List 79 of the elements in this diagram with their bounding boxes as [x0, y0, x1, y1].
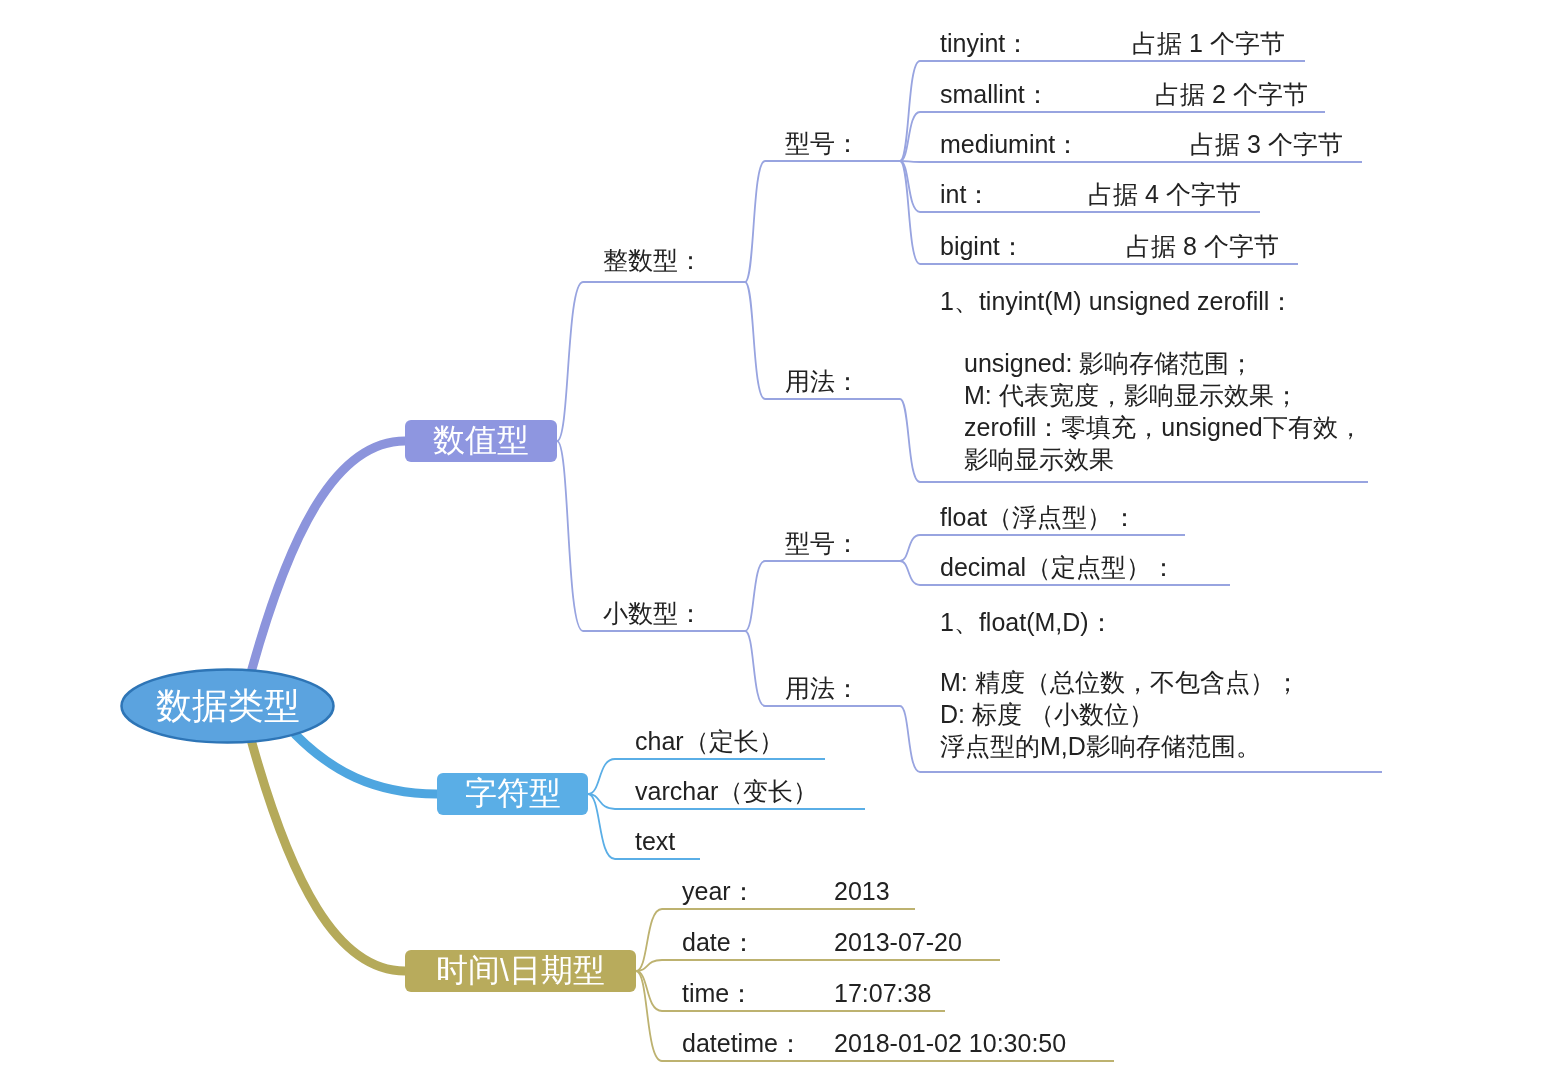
subtopic-underline [765, 528, 900, 562]
branch-line [899, 534, 921, 562]
branch-line [635, 970, 663, 1012]
branch-line [899, 398, 921, 483]
subtopic-label: mediumint： [940, 129, 1081, 159]
branch-line [899, 705, 921, 773]
subtopic-underline [920, 79, 1325, 113]
subtopic-underline [615, 776, 865, 810]
subtopic-underline [583, 245, 745, 283]
subtopic-value: 占据 2 个字节 [1155, 79, 1308, 109]
usage-text: M: 代表宽度，影响显示效果； [964, 380, 1300, 411]
subtopic-label: int： [940, 179, 992, 209]
branch-line [587, 758, 616, 795]
usage-heading: 1、tinyint(M) unsigned zerofill： [940, 286, 1296, 317]
subtopic-label: year： [682, 876, 756, 906]
subtopic-value: 17:07:38 [834, 978, 932, 1008]
subtopic-underline [615, 726, 825, 760]
branch-line [635, 959, 663, 972]
branch-line [899, 560, 921, 586]
subtopic-underline [583, 598, 745, 632]
branch-line [587, 793, 616, 810]
usage-text: unsigned: 影响存储范围； [964, 348, 1256, 379]
subtopic-label: decimal（定点型）： [940, 552, 1177, 582]
subtopic-underline [920, 552, 1230, 586]
branch-line [744, 560, 766, 632]
subtopic-label: date： [682, 927, 756, 957]
branch-line [744, 160, 766, 283]
usage-text: M: 精度（总位数，不包含点）； [940, 667, 1301, 698]
subtopic-label: smallint： [940, 79, 1050, 109]
subtopic-label: float（浮点型）： [940, 502, 1138, 532]
branch-line [635, 970, 663, 1062]
subtopic-value: 占据 3 个字节 [1190, 129, 1343, 159]
subtopic-underline [920, 179, 1260, 213]
subtopic-value: 2013 [834, 876, 890, 906]
branch-line [635, 908, 663, 972]
subtopic-label: 型号： [785, 128, 860, 158]
subtopic-label: 整数型： [603, 245, 703, 275]
subtopic-label: 用法： [785, 366, 860, 396]
subtopic-label: 小数型： [603, 598, 703, 628]
subtopic-value: 占据 4 个字节 [1088, 179, 1241, 209]
subtopic-label: 用法： [785, 673, 860, 703]
branch-line [744, 281, 766, 400]
branch-line [899, 160, 921, 265]
root-topic-label: 数据类型 [155, 683, 300, 728]
usage-heading: 1、float(M,D)： [940, 607, 1115, 638]
branch-line [899, 160, 921, 163]
branch-line [556, 281, 584, 442]
subtopic-label: varchar（变长） [635, 776, 819, 806]
branch-line [744, 630, 766, 707]
subtopic-underline [920, 231, 1298, 265]
subtopic-underline [920, 129, 1362, 163]
subtopic-value: 占据 8 个字节 [1126, 231, 1279, 261]
branch-line [899, 60, 921, 162]
subtopic-label: 型号： [785, 528, 860, 558]
subtopic-underline [920, 28, 1305, 62]
branch-topic-box: 数值型 [405, 420, 557, 462]
subtopic-label: bigint： [940, 231, 1025, 261]
branch-topic-box: 时间\日期型 [405, 950, 636, 992]
subtopic-label: text [635, 826, 676, 856]
subtopic-label: tinyint： [940, 28, 1031, 58]
subtopic-label: char（定长） [635, 726, 784, 756]
branch-line [587, 793, 616, 860]
subtopic-value: 2013-07-20 [834, 927, 962, 957]
usage-text: 浮点型的M,D影响存储范围。 [940, 731, 1262, 762]
subtopic-underline [765, 673, 900, 707]
subtopic-underline [765, 128, 900, 162]
branch-line [899, 160, 921, 213]
branch-topic-box: 字符型 [437, 773, 588, 815]
subtopic-label: time： [682, 978, 755, 1008]
branch-line [899, 111, 921, 162]
branch-line [556, 440, 584, 632]
subtopic-underline [920, 502, 1185, 536]
usage-text: zerofill：零填充，unsigned下有效，影响显示效果 [964, 412, 1364, 475]
subtopic-underline [765, 366, 900, 400]
subtopic-value: 2018-01-02 10:30:50 [834, 1028, 1067, 1058]
subtopic-value: 占据 1 个字节 [1132, 28, 1285, 58]
usage-text: D: 标度 （小数位） [940, 699, 1155, 730]
subtopic-label: datetime： [682, 1028, 803, 1058]
root-ellipse [120, 668, 335, 744]
